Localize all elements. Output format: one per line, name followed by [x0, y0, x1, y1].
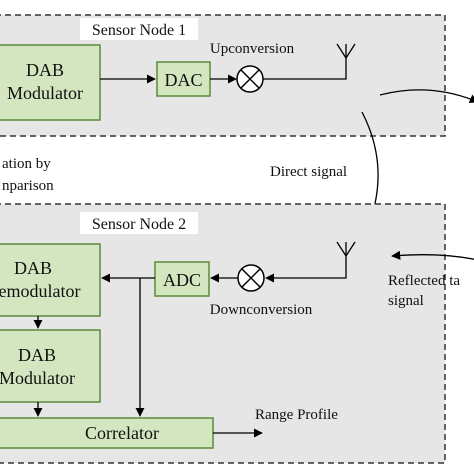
dab-modulator-2-line1: DAB [18, 345, 56, 365]
dac-label: DAC [164, 70, 202, 90]
reflected-signal-line1: Reflected ta [388, 273, 460, 289]
antenna-2-icon [336, 241, 356, 257]
left-note-line1: ation by [2, 156, 51, 172]
direct-signal-label: Direct signal [270, 164, 347, 180]
sensor-node-2-title-bg [80, 212, 198, 234]
dab-demodulator-block [0, 243, 101, 317]
correlator-label: Correlator [85, 423, 159, 443]
dab-modulator-2-line2: Modulator [0, 368, 75, 388]
dab-modulator-1-block [0, 44, 101, 121]
sensor-node-2: Sensor Node 2 DAB Demodulator DAB Modula… [0, 203, 446, 464]
reflected-signal-line2: signal [388, 293, 424, 309]
dab-demodulator-line2: Demodulator [0, 281, 80, 301]
upconversion-label: Upconversion [210, 41, 295, 57]
left-note-line2: nparison [2, 178, 54, 194]
dab-modulator-1-line1: DAB [26, 60, 64, 80]
adc-block [154, 261, 210, 297]
adc-label: ADC [163, 270, 201, 290]
transmit-to-target-arrow [379, 89, 474, 104]
sensor-node-1-title-bg [80, 18, 198, 40]
downconversion-mixer-icon [237, 264, 265, 292]
dab-modulator-1-line2: Modulator [7, 83, 83, 103]
antenna-1-icon [336, 43, 356, 59]
dac-block [156, 61, 211, 97]
dab-demodulator-line1: DAB [14, 258, 52, 278]
sensor-node-1-title: Sensor Node 1 [92, 22, 186, 39]
correlator-block [0, 417, 214, 449]
downconversion-label: Downconversion [210, 302, 313, 318]
antenna-2-to-mixer-arrow [265, 256, 347, 283]
sensor-node-2-title: Sensor Node 2 [92, 216, 186, 233]
range-profile-label: Range Profile [255, 407, 338, 423]
sensor-node-1: Sensor Node 1 DAB Modulator DAC Upconver… [0, 14, 446, 137]
upconversion-mixer-icon [236, 65, 264, 93]
mixer-to-antenna-1-line [263, 56, 347, 80]
reflected-signal-arrow [391, 250, 474, 260]
dab-modulator-2-block [0, 329, 101, 403]
